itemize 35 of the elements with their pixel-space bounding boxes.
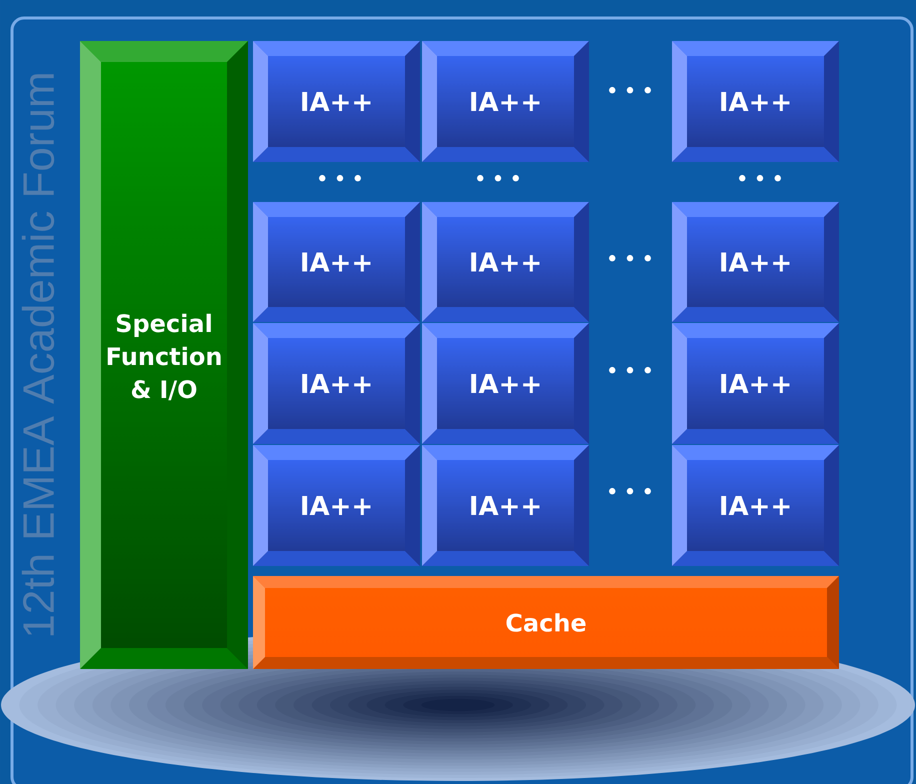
ellipsis-dots: • • • [609,488,651,494]
ellipsis-dots: • • • [609,87,651,94]
cache-bar: Cache [253,576,839,669]
node-label: IA++ [721,374,790,393]
ellipsis-dots: • • • [609,367,651,374]
core-box: IA++ [422,444,589,566]
node-label: IA++ [471,92,540,111]
core-box: IA++ [253,41,420,162]
node-label: Cache [506,613,586,632]
ellipsis-dots: • • • [319,175,361,182]
node-label: IA++ [721,252,790,272]
node-label: IA++ [471,374,540,393]
io-block: Special Function & I/O [80,41,248,669]
core-box: IA++ [253,202,420,322]
node-label: IA++ [302,374,370,393]
ellipsis-dots: • • • [739,175,781,182]
core-box: IA++ [422,41,589,162]
node-label: IA++ [721,496,790,515]
core-box: IA++ [672,322,839,444]
core-box: IA++ [253,444,420,566]
core-box: IA++ [672,444,839,566]
node-label: IA++ [471,496,540,515]
node-label: IA++ [302,252,370,272]
node-label: IA++ [721,92,790,111]
ellipsis-dots: • • • [477,175,519,182]
core-box: IA++ [253,322,420,444]
ellipsis-dots: • • • [609,255,651,262]
core-box: IA++ [422,202,589,322]
core-box: IA++ [672,202,839,322]
core-box: IA++ [422,322,589,444]
node-label: IA++ [302,92,370,111]
node-label: IA++ [471,252,540,272]
core-box: IA++ [672,41,839,162]
node-label: IA++ [302,496,370,515]
node-label: Special Function & I/O [108,314,221,400]
